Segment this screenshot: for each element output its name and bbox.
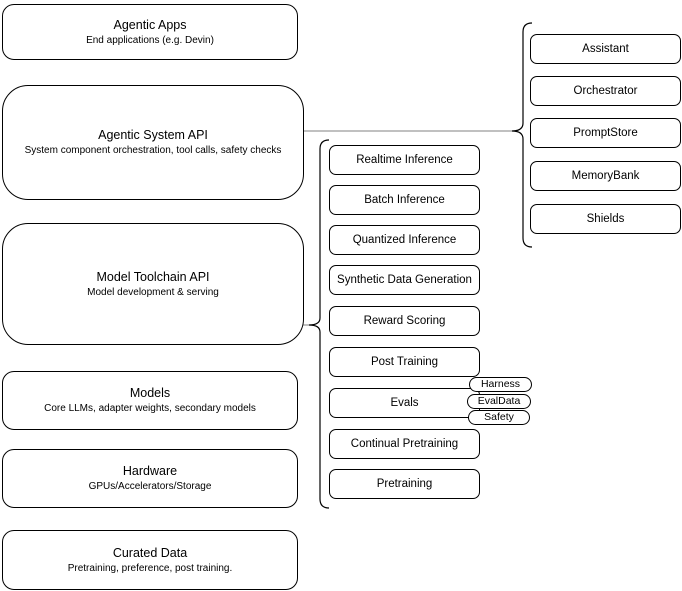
panel-subtitle: Pretraining, preference, post training. [67,562,233,574]
system-component-promptstore: PromptStore [530,118,681,148]
toolchain-item-pretraining: Pretraining [329,469,480,499]
panel-subtitle: End applications (e.g. Devin) [86,34,214,46]
panel-subtitle: GPUs/Accelerators/Storage [88,481,212,492]
panel-subtitle: Core LLMs, adapter weights, secondary mo… [44,403,256,414]
toolchain-item-synthetic-data-generation: Synthetic Data Generation [329,265,480,295]
panel-subtitle: Model development & serving [87,286,219,298]
panel-title: Hardware [122,464,178,478]
system-component-orchestrator: Orchestrator [530,76,681,106]
panel-agentic-system-api: Agentic System API System component orch… [2,85,304,200]
panel-title: Models [129,386,171,400]
panel-models: Models Core LLMs, adapter weights, secon… [2,371,298,430]
toolchain-group-brace [308,139,330,509]
panel-subtitle: System component orchestration, tool cal… [24,145,282,156]
panel-title: Agentic System API [98,128,208,142]
toolchain-item-realtime-inference: Realtime Inference [329,145,480,175]
toolchain-item-batch-inference: Batch Inference [329,185,480,215]
toolchain-item-evals: Evals [329,388,480,418]
panel-title: Curated Data [112,545,188,560]
toolchain-item-quantized-inference: Quantized Inference [329,225,480,255]
panel-title: Model Toolchain API [96,269,210,284]
panel-agentic-apps: Agentic Apps End applications (e.g. Devi… [2,4,298,60]
toolchain-item-continual-pretraining: Continual Pretraining [329,429,480,459]
system-component-memorybank: MemoryBank [530,161,681,191]
panel-title: Agentic Apps [113,17,187,32]
system-component-assistant: Assistant [530,34,681,64]
eval-tag-harness: Harness [469,377,532,392]
toolchain-item-reward-scoring: Reward Scoring [329,306,480,336]
panel-hardware: Hardware GPUs/Accelerators/Storage [2,449,298,508]
toolchain-item-post-training: Post Training [329,347,480,377]
eval-tag-safety: Safety [468,410,530,425]
system-component-shields: Shields [530,204,681,234]
panel-model-toolchain-api: Model Toolchain API Model development & … [2,223,304,345]
eval-tag-evaldata: EvalData [467,394,531,409]
panel-curated-data: Curated Data Pretraining, preference, po… [2,530,298,590]
components-group-brace [511,22,533,248]
